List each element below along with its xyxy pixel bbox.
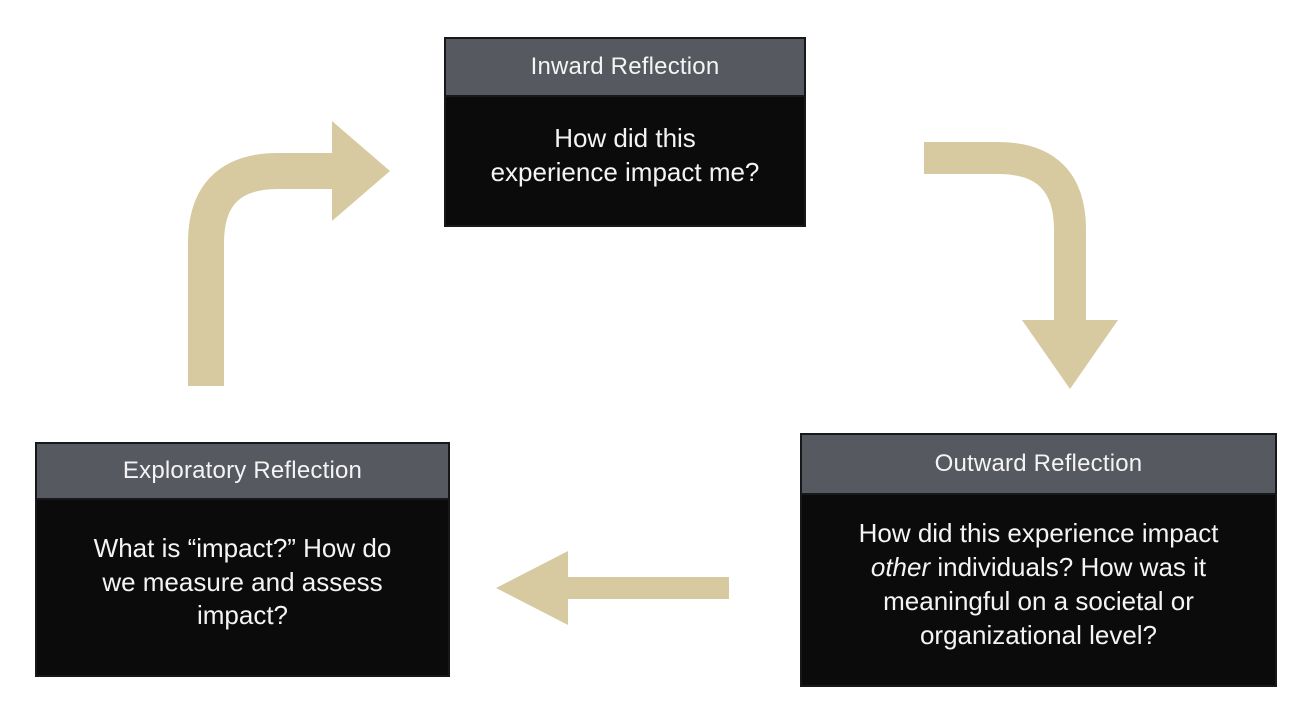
node-inward-reflection: Inward Reflection How did this experienc… bbox=[444, 37, 806, 227]
node-outward-title: Outward Reflection bbox=[934, 450, 1143, 477]
node-outward-header: Outward Reflection bbox=[802, 435, 1275, 495]
node-outward-body: How did this experience impact other ind… bbox=[802, 495, 1275, 685]
node-outward-question: How did this experience impact other ind… bbox=[858, 518, 1219, 650]
node-exploratory-question: What is “impact?” How do we measure and … bbox=[93, 532, 392, 631]
arrow-inward-to-outward bbox=[924, 142, 1118, 389]
node-inward-header: Inward Reflection bbox=[446, 39, 804, 97]
node-inward-question: How did this experience impact me? bbox=[490, 123, 760, 187]
node-exploratory-title: Exploratory Reflection bbox=[122, 457, 363, 484]
node-exploratory-header: Exploratory Reflection bbox=[37, 444, 448, 500]
arrow-outward-to-exploratory bbox=[496, 551, 729, 625]
node-exploratory-body: What is “impact?” How do we measure and … bbox=[37, 500, 448, 675]
node-inward-body: How did this experience impact me? bbox=[446, 97, 804, 225]
node-inward-title: Inward Reflection bbox=[530, 53, 720, 80]
node-outward-reflection: Outward Reflection How did this experien… bbox=[800, 433, 1277, 687]
emphasized-word: other bbox=[870, 552, 931, 583]
arrow-exploratory-to-inward bbox=[188, 121, 390, 386]
node-exploratory-reflection: Exploratory Reflection What is “impact?”… bbox=[35, 442, 450, 677]
